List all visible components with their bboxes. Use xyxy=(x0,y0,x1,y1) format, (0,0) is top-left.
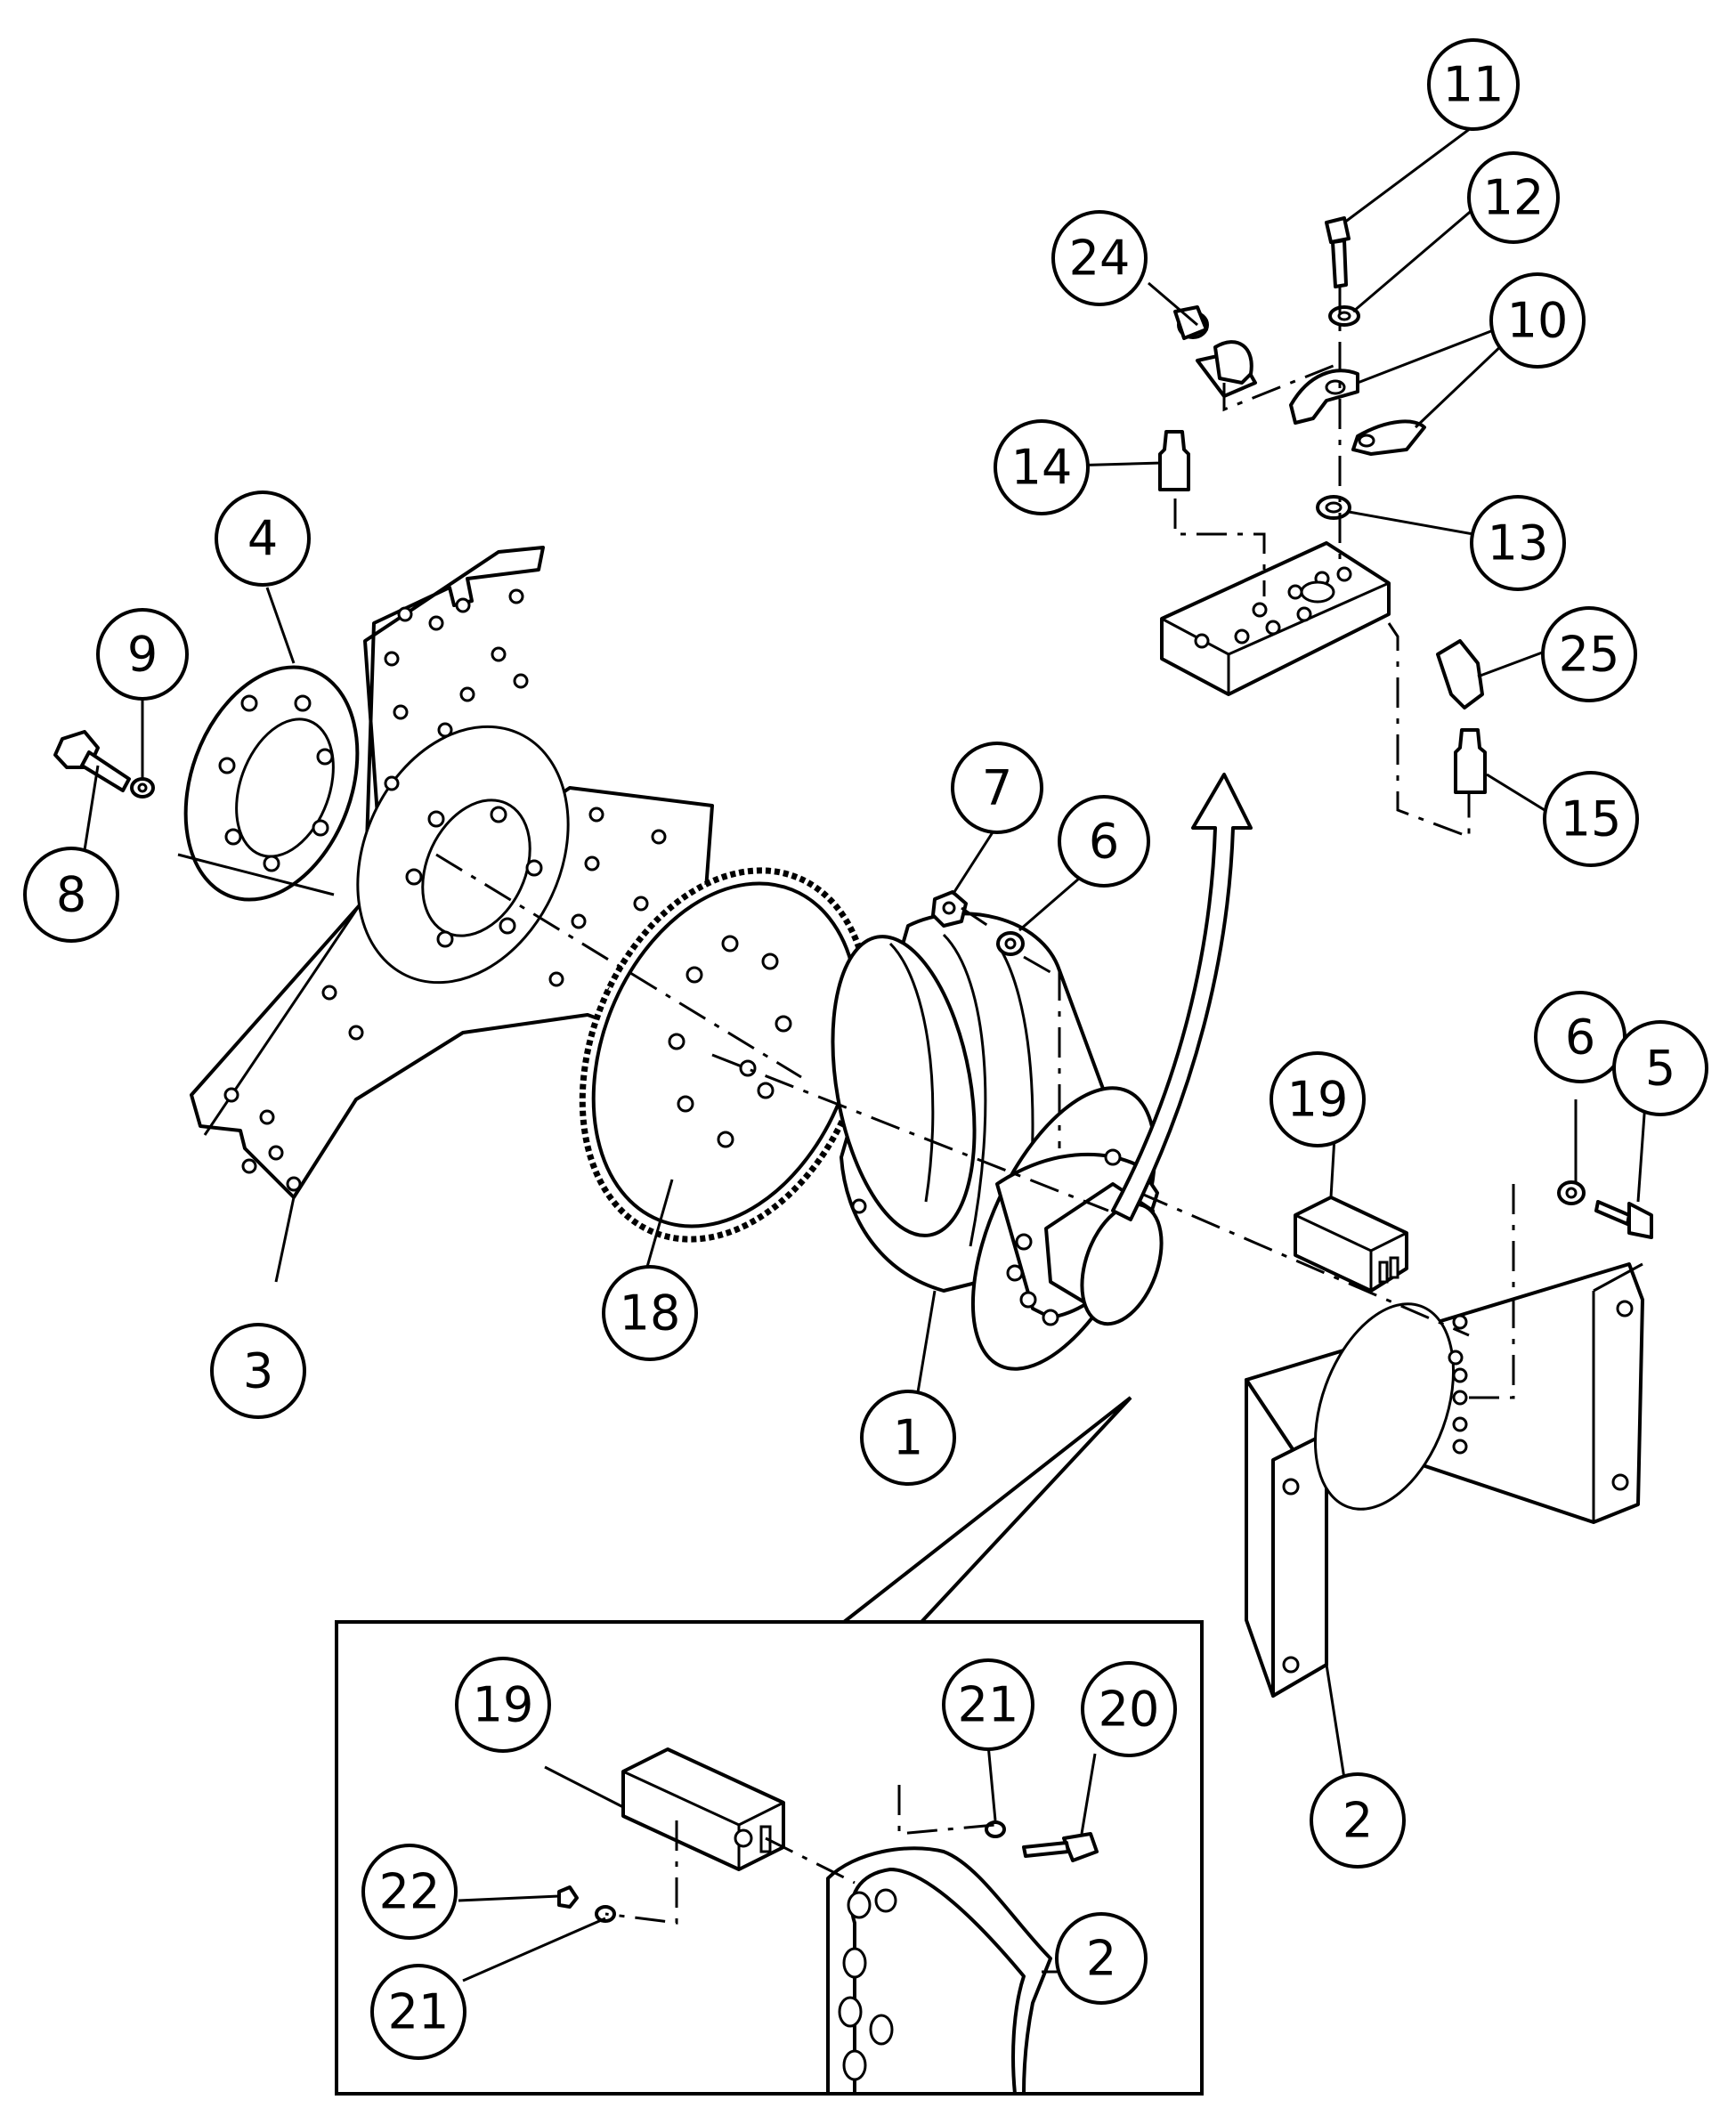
callout-label-14: 14 xyxy=(1011,440,1073,496)
fitting-15 xyxy=(1454,728,1487,794)
callout-label-22: 22 xyxy=(379,1864,441,1920)
o-ring-13 xyxy=(1316,495,1351,520)
callout-24: 24 xyxy=(1051,210,1148,306)
leader-lines xyxy=(83,121,1649,1982)
callout-label-4: 4 xyxy=(247,511,278,567)
adapter-plate xyxy=(190,546,714,1199)
callout-7: 7 xyxy=(951,742,1043,834)
callout-label-20: 20 xyxy=(1099,1682,1160,1738)
callout-5: 5 xyxy=(1612,1020,1708,1116)
callout-label-18: 18 xyxy=(620,1285,681,1342)
callout-label-7: 7 xyxy=(982,760,1012,816)
callout-9: 9 xyxy=(96,608,189,701)
callout-label-3: 3 xyxy=(243,1343,273,1399)
callout-label-12: 12 xyxy=(1483,170,1545,226)
speed-sensor-block xyxy=(1294,1196,1408,1293)
callout-14: 14 xyxy=(994,419,1090,515)
callout-19-inset: 19 xyxy=(455,1657,551,1753)
callout-21-top: 21 xyxy=(942,1658,1034,1751)
callout-label-21-top: 21 xyxy=(958,1677,1019,1733)
callout-label-5: 5 xyxy=(1645,1041,1675,1097)
callout-19-main: 19 xyxy=(1270,1051,1366,1147)
callout-label-6-right: 6 xyxy=(1565,1009,1595,1066)
callout-label-19-inset: 19 xyxy=(473,1677,534,1733)
callout-25: 25 xyxy=(1541,606,1637,702)
callout-20: 20 xyxy=(1081,1661,1177,1757)
fitting-14 xyxy=(1158,430,1190,491)
callout-label-13: 13 xyxy=(1488,515,1549,572)
bolt-washer-left xyxy=(53,730,155,799)
callout-2-main: 2 xyxy=(1310,1772,1406,1869)
callout-label-11: 11 xyxy=(1443,57,1505,113)
callout-18: 18 xyxy=(602,1265,698,1361)
callout-label-21-bottom: 21 xyxy=(388,1984,450,2040)
elbow-fitting-24 xyxy=(1173,305,1257,398)
callout-8: 8 xyxy=(23,847,119,943)
callout-label-2-main: 2 xyxy=(1343,1793,1373,1849)
callout-label-25: 25 xyxy=(1559,627,1620,683)
callout-22: 22 xyxy=(361,1844,458,1940)
callout-label-6-top: 6 xyxy=(1089,814,1119,870)
clamp-halves-10 xyxy=(1289,369,1426,456)
valve-block xyxy=(1160,541,1391,696)
callout-label-19-main: 19 xyxy=(1287,1072,1349,1128)
motor-to-valve-arrow xyxy=(1111,773,1253,1221)
callout-3: 3 xyxy=(210,1323,306,1419)
elbow-fitting-25 xyxy=(1436,639,1484,709)
bolt-11 xyxy=(1325,216,1351,288)
bolt-washer-right xyxy=(1557,1180,1653,1239)
callout-label-2-inset: 2 xyxy=(1086,1931,1116,1987)
callout-2-inset: 2 xyxy=(1055,1912,1148,2005)
callout-label-10: 10 xyxy=(1507,293,1569,349)
detail-inset xyxy=(335,1620,1204,2096)
callout-label-9: 9 xyxy=(127,627,158,683)
callout-1: 1 xyxy=(860,1390,956,1486)
nut-washer-center xyxy=(931,890,1025,956)
callout-11: 11 xyxy=(1427,38,1520,131)
callout-label-15: 15 xyxy=(1561,791,1622,847)
callout-6-right: 6 xyxy=(1534,991,1626,1083)
callout-label-24: 24 xyxy=(1069,231,1131,287)
inset-pointer xyxy=(842,1396,1132,1624)
callout-4: 4 xyxy=(215,490,311,587)
assembly-lines xyxy=(435,285,1515,1399)
callout-13: 13 xyxy=(1470,495,1566,591)
callout-6-top: 6 xyxy=(1058,795,1150,888)
callout-label-1: 1 xyxy=(893,1410,923,1466)
callout-label-8: 8 xyxy=(56,867,86,923)
mounting-bracket xyxy=(1245,1262,1644,1698)
hydraulic-motor xyxy=(831,912,1164,1371)
callout-15: 15 xyxy=(1543,771,1639,867)
washer-12 xyxy=(1328,305,1360,327)
callout-12: 12 xyxy=(1467,151,1560,244)
flange-ring xyxy=(183,665,360,902)
callout-10: 10 xyxy=(1489,272,1586,369)
callout-21-bottom: 21 xyxy=(370,1964,466,2060)
